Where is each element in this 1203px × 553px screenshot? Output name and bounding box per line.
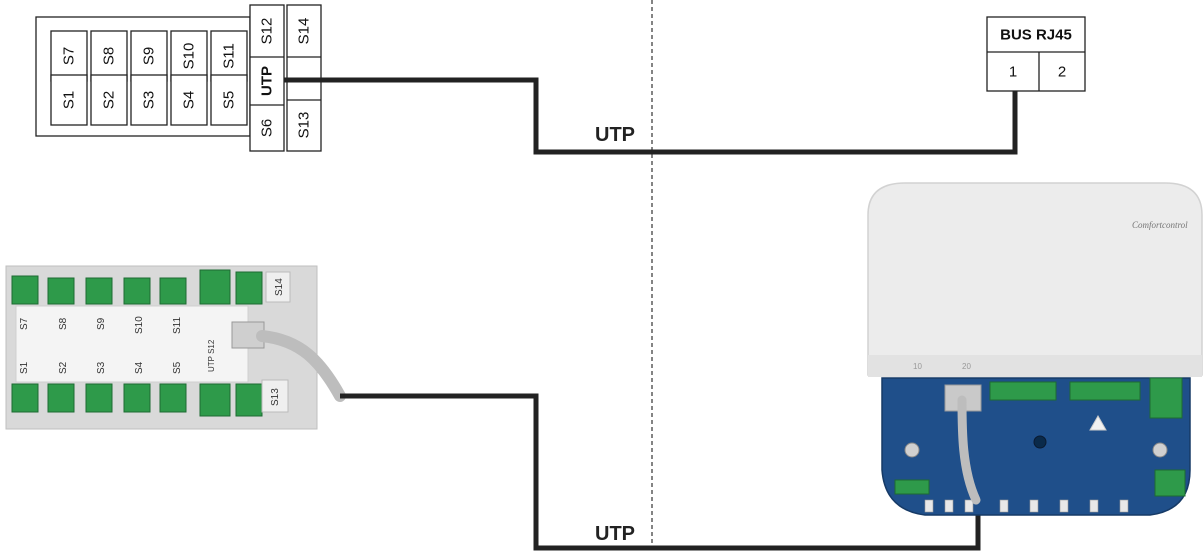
photo-label-s5: S5 xyxy=(172,361,183,374)
terminal-label-s3: S3 xyxy=(141,91,158,109)
photo-label-s10: S10 xyxy=(134,316,145,334)
terminal-column-a: S12 UTP S6 xyxy=(249,4,285,152)
photo-label-s13: S13 xyxy=(270,388,281,406)
terminal-label-s10: S10 xyxy=(181,43,198,70)
photo-label-utp: UTP S12 xyxy=(207,339,216,372)
photo-label-s3: S3 xyxy=(96,361,107,374)
terminal-row-top: S7 S8 S9 S10 S11 xyxy=(50,30,248,82)
terminal-label-s11: S11 xyxy=(221,43,238,69)
device-mark-10: 10 xyxy=(913,362,922,371)
green-terminals-top xyxy=(11,269,291,305)
terminal-label-utp: UTP xyxy=(259,66,276,96)
bus-rj45-title: BUS RJ45 xyxy=(1000,27,1072,44)
terminal-label-s2: S2 xyxy=(101,91,118,109)
utp-cable-bottom xyxy=(340,393,981,551)
utp-cable-top xyxy=(284,77,1018,155)
terminal-label-s9: S9 xyxy=(141,47,158,65)
controller-device-photo: Comfortcontrol 10 20 xyxy=(867,182,1203,516)
terminal-label-s6: S6 xyxy=(259,119,276,137)
device-mark-20: 20 xyxy=(962,362,971,371)
bus-pin-2: 2 xyxy=(1058,64,1066,81)
terminal-label-s14: S14 xyxy=(296,18,313,45)
terminal-label-s4: S4 xyxy=(181,91,198,109)
device-cover xyxy=(867,182,1203,376)
terminal-strip-photo: S7 S8 S9 S10 S11 S14 S1 S2 S3 S4 S5 S13 … xyxy=(5,265,346,430)
terminal-block-schematic: S7 S8 S9 S10 S11 S1 S2 S3 S4 S5 S12 UTP … xyxy=(35,4,322,152)
rj45-plug-photo xyxy=(231,321,265,349)
photo-label-s7: S7 xyxy=(19,317,30,330)
utp-label-top: UTP xyxy=(595,124,635,146)
device-brand: Comfortcontrol xyxy=(1132,220,1188,230)
bus-pin-1: 1 xyxy=(1009,64,1017,81)
photo-label-s2: S2 xyxy=(58,361,69,374)
terminal-label-s12: S12 xyxy=(259,18,276,45)
terminal-row-bottom: S1 S2 S3 S4 S5 xyxy=(50,74,248,126)
bus-rj45-box: BUS RJ45 1 2 xyxy=(986,16,1086,92)
terminal-label-s5: S5 xyxy=(221,91,238,109)
terminal-label-s8: S8 xyxy=(101,47,118,65)
terminal-label-s1: S1 xyxy=(61,91,78,109)
photo-label-s14: S14 xyxy=(274,278,285,296)
utp-label-bottom: UTP xyxy=(595,523,635,545)
green-terminals-bottom xyxy=(11,379,289,417)
terminal-label-s13: S13 xyxy=(296,112,313,139)
photo-label-s4: S4 xyxy=(134,361,145,374)
photo-label-s9: S9 xyxy=(96,317,107,330)
warning-icon xyxy=(1089,414,1107,431)
terminal-label-s7: S7 xyxy=(61,47,78,65)
photo-label-s11: S11 xyxy=(172,317,183,334)
photo-grey-cable xyxy=(256,330,346,402)
photo-label-s8: S8 xyxy=(58,317,69,330)
device-grey-cable xyxy=(957,395,981,505)
photo-label-s1: S1 xyxy=(19,361,30,374)
